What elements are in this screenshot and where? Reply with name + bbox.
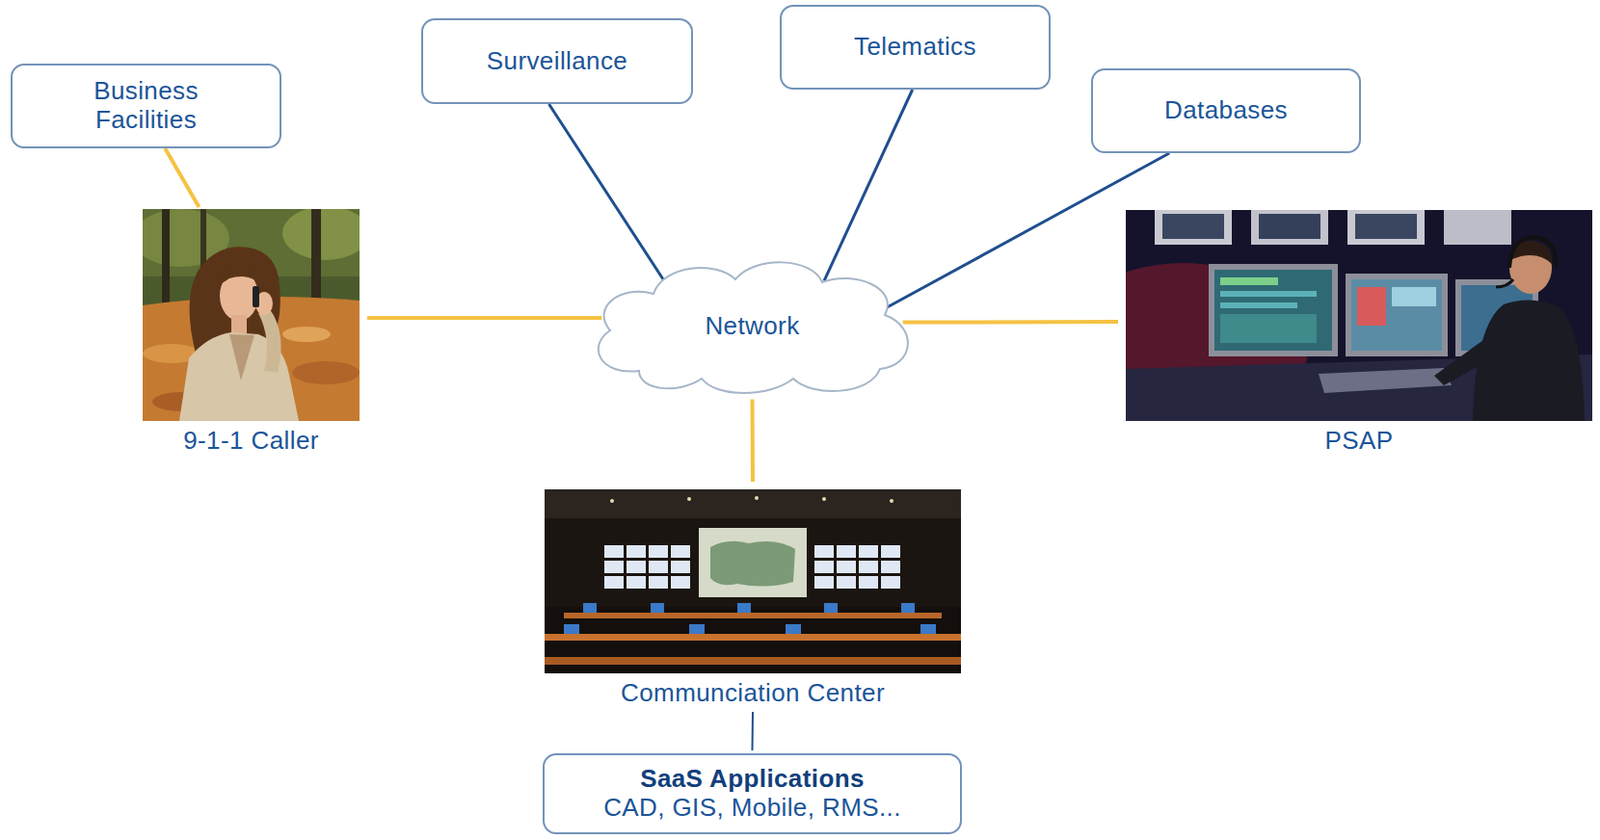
connector-line [750, 400, 756, 482]
source-box: Business Facilities [10, 63, 282, 149]
box-label: Databases [1164, 96, 1288, 126]
photo-caption: PSAP [1125, 426, 1593, 456]
network-cloud: Network [581, 255, 924, 399]
connector-line [885, 153, 1170, 309]
caller-node: 9-1-1 Caller [142, 209, 360, 456]
psap-node: PSAP [1125, 210, 1593, 456]
center-node: Communciation Center [544, 489, 961, 709]
connector-line [824, 89, 913, 282]
center-photo [544, 489, 961, 674]
box-label: Business Facilities [50, 77, 243, 135]
box-label: CAD, GIS, Mobile, RMS... [603, 794, 902, 824]
source-box: Databases [1091, 68, 1361, 154]
cloud-shape [598, 262, 908, 394]
source-box: Telematics [779, 4, 1051, 90]
photo-caption: Communciation Center [544, 679, 961, 709]
apps-box: SaaS ApplicationsCAD, GIS, Mobile, RMS..… [542, 753, 962, 835]
photo-caption: 9-1-1 Caller [142, 426, 360, 456]
connector-line [903, 320, 1119, 325]
connector-line [549, 104, 665, 280]
connector-line [367, 316, 602, 320]
box-label: Surveillance [486, 47, 628, 77]
connector-line [751, 712, 755, 751]
source-box: Surveillance [421, 18, 694, 105]
cloud-label: Network [704, 312, 800, 342]
box-label: SaaS Applications [640, 765, 865, 795]
connector-line [164, 148, 199, 208]
box-label: Telematics [853, 32, 977, 62]
psap-photo [1125, 210, 1593, 422]
caller-photo [142, 209, 360, 422]
